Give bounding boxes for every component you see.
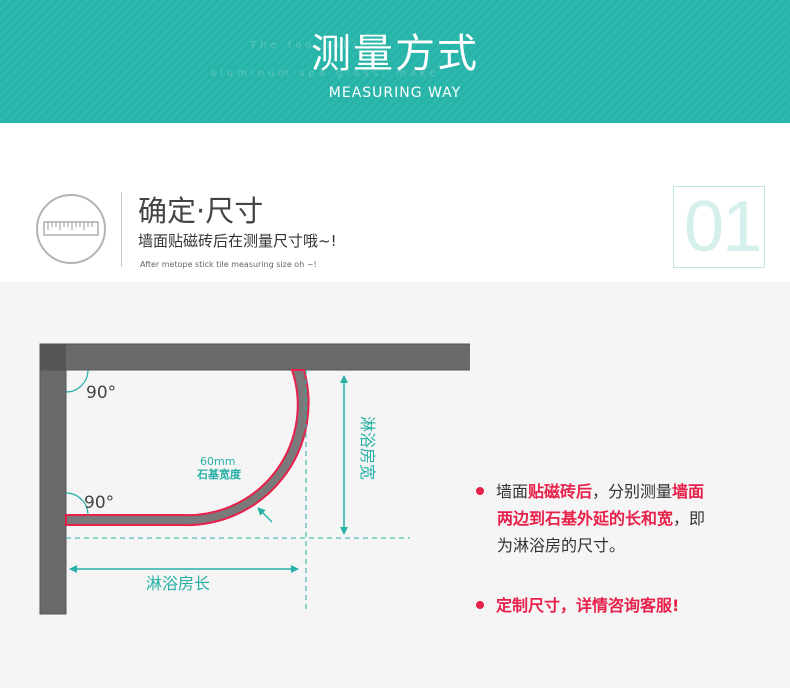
- banner-ghost-text-2: aluminum spa glass, make: [210, 68, 440, 79]
- angle-label-top: 90°: [86, 383, 116, 403]
- note-text-1a: 墙面: [496, 482, 529, 501]
- length-label: 淋浴房长: [146, 574, 210, 593]
- header-divider: [121, 192, 122, 267]
- note-text-2b: ，即: [673, 509, 706, 528]
- angle-arc-bottom: [65, 492, 89, 516]
- custom-size-cta: 定制尺寸，详情咨询客服!: [496, 596, 680, 615]
- step-number: 01: [683, 187, 762, 267]
- angle-arc-top: [65, 369, 89, 393]
- bullet-dot-2: [476, 601, 484, 609]
- angle-label-bottom: 90°: [84, 493, 114, 513]
- custom-size-note: 定制尺寸，详情咨询客服!: [476, 594, 776, 618]
- banner-subtitle: MEASURING WAY: [328, 85, 462, 101]
- width-label: 淋浴房宽: [358, 416, 377, 480]
- banner-ghost-text-1: The foo nable: [250, 40, 371, 51]
- note-highlight-1: 贴磁砖后: [528, 482, 593, 501]
- base-width-pointer: [257, 507, 273, 523]
- section-english-subtitle: After metope stick tile measuring size o…: [140, 260, 317, 269]
- measuring-diagram: 90° 90° 60mm 石基宽度 淋浴房长 淋浴房宽: [39, 343, 470, 615]
- note-line-3: 为淋浴房的尺寸。: [497, 536, 626, 555]
- stone-base: [65, 369, 310, 527]
- bullet-dot: [476, 487, 484, 495]
- left-wall: [39, 343, 67, 615]
- section-title: 确定·尺寸: [138, 194, 264, 228]
- top-wall: [39, 343, 470, 371]
- note-text-1c: ，分别测量: [592, 482, 673, 501]
- ruler-icon: [36, 194, 106, 264]
- note-highlight-2: 墙面: [672, 482, 705, 501]
- note-highlight-3: 两边到石基外延的长和宽: [497, 509, 674, 528]
- wall-corner: [40, 344, 66, 370]
- step-number-box: [673, 186, 765, 268]
- base-width-value: 60mm: [200, 455, 235, 468]
- header-banner: The foo nable aluminum spa glass, make 测…: [0, 0, 790, 123]
- section-subtitle: 墙面贴磁砖后在测量尺寸哦~!: [138, 232, 337, 250]
- banner-title: 测量方式: [311, 31, 479, 77]
- base-width-label: 石基宽度: [196, 467, 242, 481]
- measuring-instructions: 墙面贴磁砖后，分别测量墙面 两边到石基外延的长和宽，即 为淋浴房的尺寸。: [476, 478, 776, 559]
- note-line-2: 两边到石基外延的长和宽，即: [476, 505, 776, 532]
